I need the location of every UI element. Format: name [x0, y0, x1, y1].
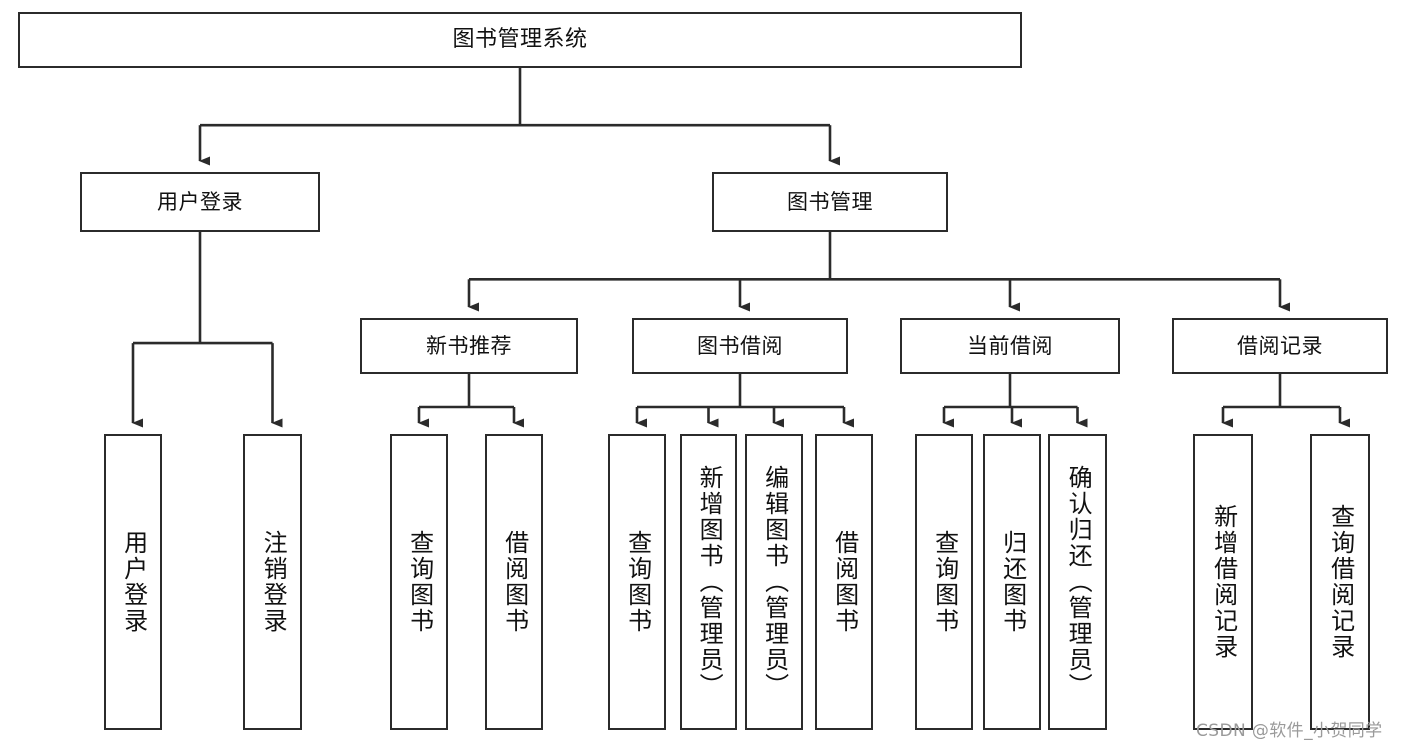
- node-new-book-rec[interactable]: 新书推荐: [360, 318, 578, 374]
- node-leaf-cb-return-book[interactable]: 归还图书: [983, 434, 1041, 730]
- node-label-book-borrow: 图书借阅: [697, 333, 783, 358]
- node-label-book-manage: 图书管理: [787, 189, 873, 214]
- node-current-borrow[interactable]: 当前借阅: [900, 318, 1120, 374]
- node-label-new-book-rec: 新书推荐: [426, 333, 512, 358]
- node-leaf-rec-query-book[interactable]: 查询图书: [390, 434, 448, 730]
- node-user-login[interactable]: 用户登录: [80, 172, 320, 232]
- node-leaf-br-add-record[interactable]: 新增借阅记录: [1193, 434, 1253, 730]
- node-label-leaf-cb-return-book: 归还图书: [998, 530, 1027, 634]
- node-label-user-login: 用户登录: [157, 189, 243, 214]
- node-label-leaf-bb-add-book: 新增图书（管理员）: [695, 465, 724, 699]
- node-label-current-borrow: 当前借阅: [967, 333, 1053, 358]
- node-label-root: 图书管理系统: [452, 27, 588, 53]
- node-book-borrow[interactable]: 图书借阅: [632, 318, 848, 374]
- node-label-leaf-cb-query-book: 查询图书: [930, 530, 959, 634]
- node-label-leaf-br-query-record: 查询借阅记录: [1326, 504, 1355, 660]
- node-label-borrow-record: 借阅记录: [1237, 333, 1323, 358]
- node-book-manage[interactable]: 图书管理: [712, 172, 948, 232]
- node-root[interactable]: 图书管理系统: [18, 12, 1022, 68]
- csdn-watermark: CSDN @软件_小贺同学: [1196, 721, 1383, 741]
- node-label-leaf-br-add-record: 新增借阅记录: [1209, 504, 1238, 660]
- node-leaf-cb-query-book[interactable]: 查询图书: [915, 434, 973, 730]
- node-leaf-bb-query-book[interactable]: 查询图书: [608, 434, 666, 730]
- node-label-leaf-user-logout: 注销登录: [259, 530, 288, 634]
- node-leaf-rec-borrow-book[interactable]: 借阅图书: [485, 434, 543, 730]
- node-label-leaf-cb-confirm-return: 确认归还（管理员）: [1064, 465, 1093, 699]
- node-leaf-user-login[interactable]: 用户登录: [104, 434, 162, 730]
- node-label-leaf-bb-edit-book: 编辑图书（管理员）: [760, 465, 789, 699]
- node-borrow-record[interactable]: 借阅记录: [1172, 318, 1388, 374]
- node-leaf-bb-edit-book[interactable]: 编辑图书（管理员）: [745, 434, 803, 730]
- node-label-leaf-rec-borrow-book: 借阅图书: [500, 530, 529, 634]
- node-leaf-bb-add-book[interactable]: 新增图书（管理员）: [680, 434, 737, 730]
- node-leaf-bb-borrow-book[interactable]: 借阅图书: [815, 434, 873, 730]
- node-label-leaf-bb-borrow-book: 借阅图书: [830, 530, 859, 634]
- node-leaf-user-logout[interactable]: 注销登录: [243, 434, 302, 730]
- node-leaf-cb-confirm-return[interactable]: 确认归还（管理员）: [1048, 434, 1107, 730]
- node-label-leaf-user-login: 用户登录: [119, 530, 148, 634]
- node-leaf-br-query-record[interactable]: 查询借阅记录: [1310, 434, 1370, 730]
- node-label-leaf-bb-query-book: 查询图书: [623, 530, 652, 634]
- node-label-leaf-rec-query-book: 查询图书: [405, 530, 434, 634]
